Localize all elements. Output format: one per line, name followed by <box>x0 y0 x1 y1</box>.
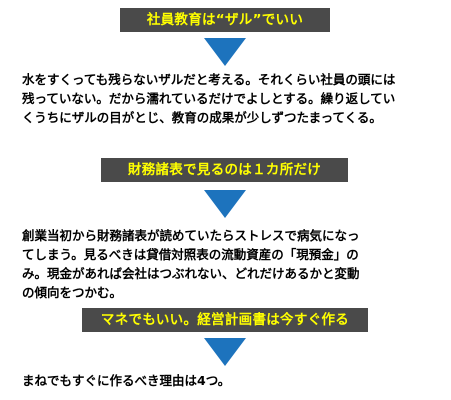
section-2-banner: 財務諸表で見るのは１カ所だけ <box>101 158 348 182</box>
down-arrow-icon <box>204 190 246 218</box>
section-2-line-4: の傾向をつかむ。 <box>22 285 123 300</box>
section-1-banner: 社員教育は“ザル”でいい <box>120 8 330 32</box>
section-1-body: 水をすくっても残らないザルだと考える。それくらい社員の頭には 残っていない。だか… <box>22 70 442 127</box>
section-2-line-3: み。現金があれば会社はつぶれない、どれだけあるかと変動 <box>22 266 360 281</box>
section-1-line-2: 残っていない。だから濡れているだけでよしとする。繰り返してい <box>22 91 396 106</box>
section-3-banner: マネでもいい。経営計画書は今すぐ作る <box>82 308 368 332</box>
section-1-line-1: 水をすくっても残らないザルだと考える。それくらい社員の頭には <box>22 72 396 87</box>
section-2-body: 創業当初から財務諸表が読めていたらストレスで病気になっ てしまう。見るべきは貸借… <box>22 226 442 302</box>
down-arrow-icon <box>204 38 246 66</box>
section-2-line-1: 創業当初から財務諸表が読めていたらストレスで病気になっ <box>22 228 360 243</box>
section-3-line-1: まねでもすぐに作るべき理由は4つ。 <box>22 373 231 388</box>
section-3-body: まねでもすぐに作るべき理由は4つ。 <box>22 371 442 390</box>
down-arrow-icon <box>204 338 246 366</box>
section-1-line-3: くうちにザルの目がとじ、教育の成果が少しずつたまってくる。 <box>22 110 382 125</box>
section-2-line-2: てしまう。見るべきは貸借対照表の流動資産の「現預金」の <box>22 247 359 262</box>
